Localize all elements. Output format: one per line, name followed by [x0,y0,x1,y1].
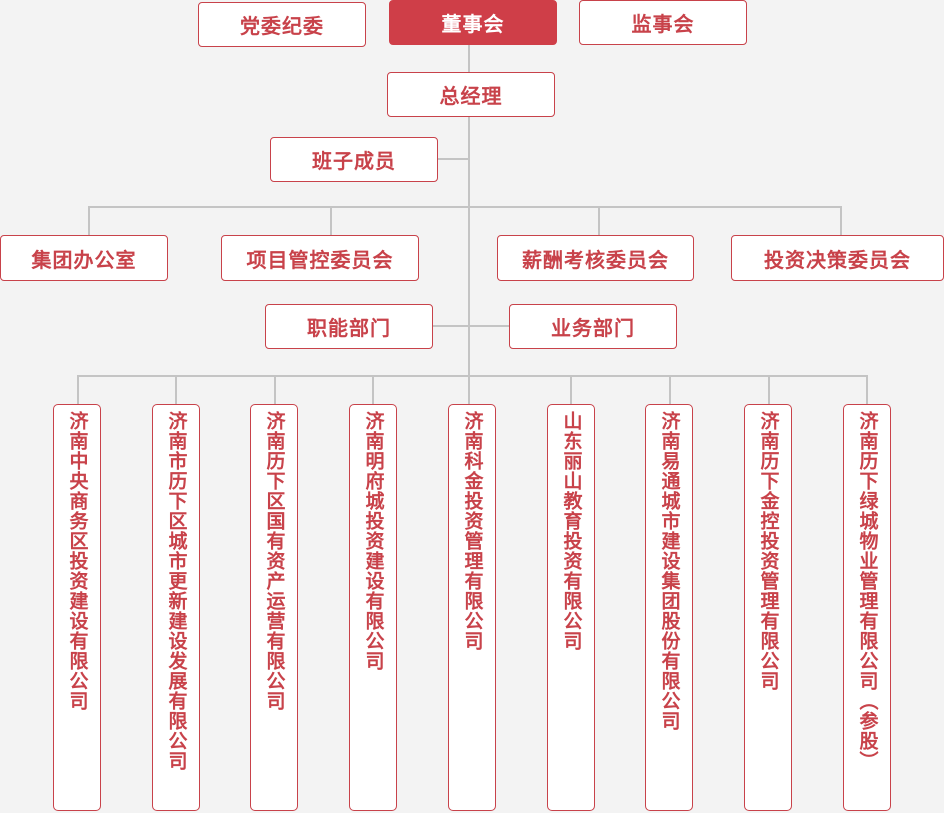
business-departments-box: 业务部门 [509,304,677,349]
company-label: 济南历下绿城物业管理有限公司（参股） [856,411,879,771]
committee-box: 集团办公室 [0,235,168,281]
company-label: 山东丽山教育投资有限公司 [560,411,583,651]
committee-box: 薪酬考核委员会 [497,235,694,281]
business-departments-label: 业务部门 [551,316,635,340]
connector-committee-2 [330,206,332,235]
connector-committee-4 [840,206,842,235]
general-manager-label: 总经理 [439,84,503,108]
connector-company-9 [866,375,868,404]
functional-departments-label: 职能部门 [307,316,391,340]
functional-departments-box: 职能部门 [265,304,433,349]
company-label: 济南历下区国有资产运营有限公司 [263,411,286,711]
board-box: 董事会 [389,0,557,45]
connector-team [437,158,469,160]
party-committee-label: 党委纪委 [240,14,324,38]
company-box: 济南市历下区城市更新建设发展有限公司 [152,404,200,811]
connector-company-6 [570,375,572,404]
company-box: 济南历下绿城物业管理有限公司（参股） [843,404,891,811]
connector-company-1 [77,375,79,404]
party-committee-box: 党委纪委 [198,2,366,47]
company-label: 济南中央商务区投资建设有限公司 [66,411,89,711]
connector-committee-3 [598,206,600,235]
connector-company-3 [274,375,276,404]
company-label: 济南历下金控投资管理有限公司 [757,411,780,691]
connector-companies-bus [77,375,868,377]
connector-departments [432,325,510,327]
connector-committee-1 [88,206,90,235]
committee-label: 项目管控委员会 [246,247,394,272]
committee-box: 项目管控委员会 [221,235,419,281]
committee-box: 投资决策委员会 [731,235,944,281]
team-members-box: 班子成员 [270,137,438,182]
company-box: 济南易通城市建设集团股份有限公司 [645,404,693,811]
company-label: 济南市历下区城市更新建设发展有限公司 [165,411,188,771]
company-label: 济南明府城投资建设有限公司 [362,411,385,671]
connector-company-2 [175,375,177,404]
supervisors-box: 监事会 [579,0,747,45]
company-box: 济南历下区国有资产运营有限公司 [250,404,298,811]
company-label: 济南易通城市建设集团股份有限公司 [658,411,681,731]
connector-company-4 [372,375,374,404]
supervisors-label: 监事会 [631,12,695,36]
company-box: 济南科金投资管理有限公司 [448,404,496,811]
committee-label: 投资决策委员会 [764,247,911,272]
connector-company-8 [768,375,770,404]
company-box: 济南明府城投资建设有限公司 [349,404,397,811]
committee-label: 集团办公室 [31,247,137,272]
connector-committees-bus [88,206,842,208]
connector-board-gm [468,45,470,72]
company-box: 济南历下金控投资管理有限公司 [744,404,792,811]
company-box: 山东丽山教育投资有限公司 [547,404,595,811]
team-members-label: 班子成员 [312,149,396,173]
committee-label: 薪酬考核委员会 [522,247,669,272]
connector-trunk [468,116,470,404]
board-label: 董事会 [441,12,505,36]
company-label: 济南科金投资管理有限公司 [461,411,484,651]
general-manager-box: 总经理 [387,72,555,117]
connector-company-7 [669,375,671,404]
company-box: 济南中央商务区投资建设有限公司 [53,404,101,811]
